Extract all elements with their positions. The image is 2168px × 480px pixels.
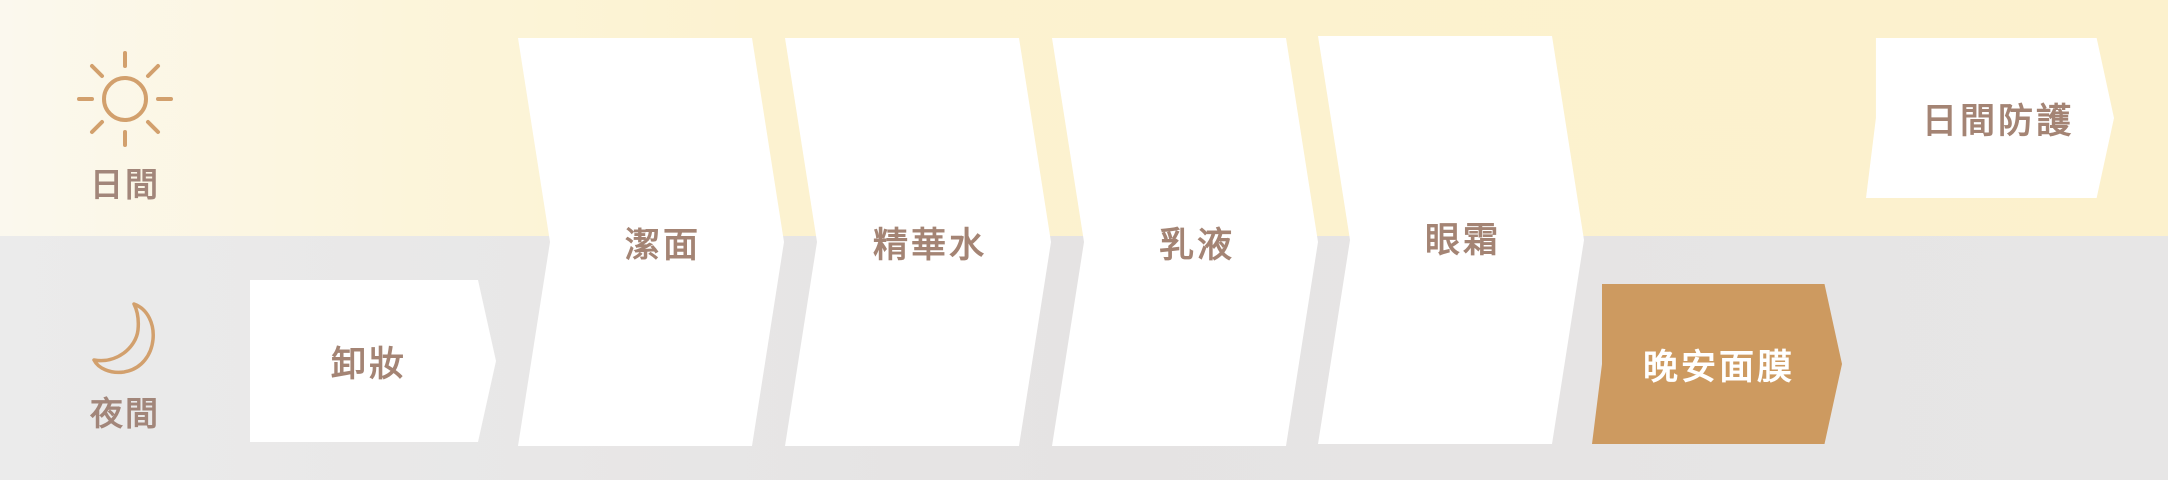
step-lotion-label: 乳液 [1158, 225, 1235, 266]
step-day-protection-label: 日間防護 [1921, 101, 2074, 142]
step-eye-cream-label: 眼霜 [1424, 220, 1501, 261]
step-toner-label: 精華水 [872, 225, 987, 266]
step-cleanse-label: 潔面 [624, 225, 701, 266]
sun-icon [77, 51, 173, 147]
step-eye-cream: 眼霜 [1318, 36, 1584, 444]
moon-icon [92, 302, 155, 375]
step-makeup-removal: 卸妝 [250, 280, 496, 442]
step-cleanse: 潔面 [518, 38, 784, 446]
step-night-mask: 晚安面膜 [1592, 284, 1842, 444]
step-lotion: 乳液 [1052, 38, 1318, 446]
step-makeup-removal-label: 卸妝 [330, 344, 407, 385]
step-day-protection: 日間防護 [1866, 38, 2114, 198]
step-night-mask-label: 晚安面膜 [1642, 347, 1795, 388]
night-row-label: 夜間 [90, 394, 160, 433]
day-row-label: 日間 [90, 165, 160, 204]
step-toner: 精華水 [785, 38, 1051, 446]
